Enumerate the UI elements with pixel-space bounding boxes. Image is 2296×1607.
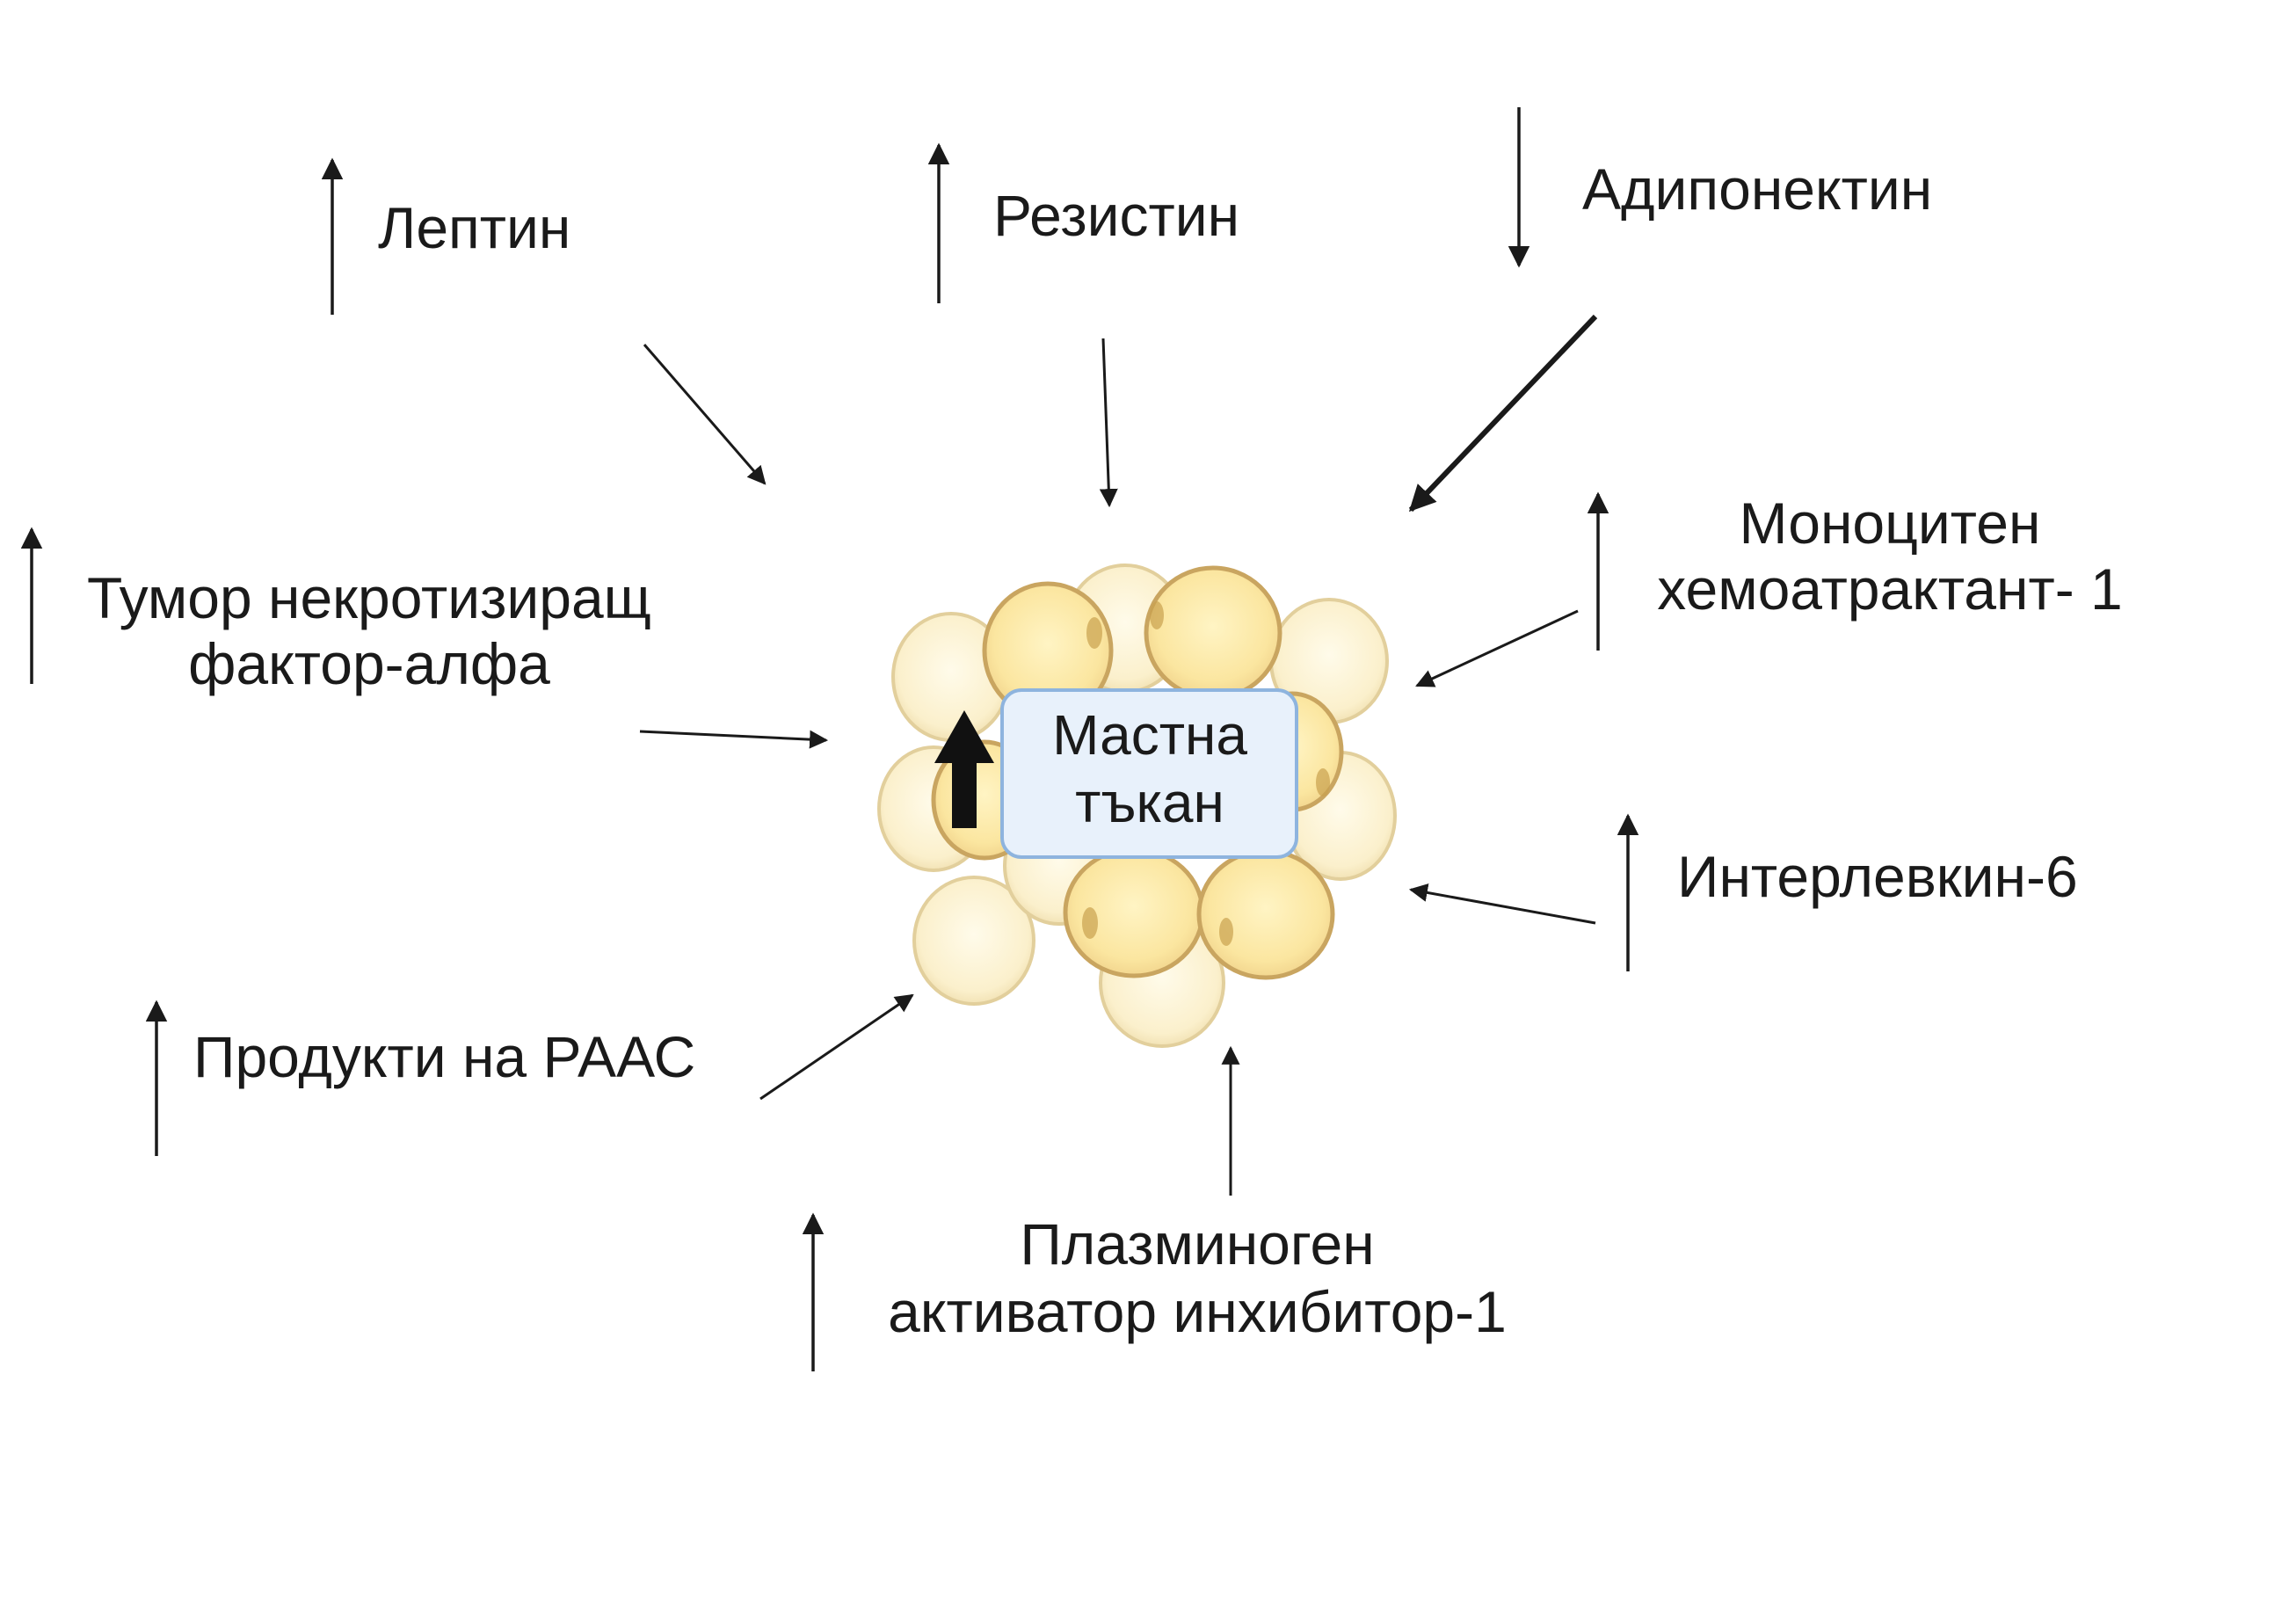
nucleus (1150, 601, 1164, 629)
nucleus (1086, 617, 1102, 649)
leptin-pointer-arrow (643, 344, 767, 485)
factor-adiponectin-label: Адипонектин (1582, 156, 1932, 222)
factor-il6-label: Интерлевкин-6 (1677, 844, 2078, 909)
resistin-pointer-arrow (1099, 338, 1118, 508)
factor-pai1-label-line2: активатор инхибитор-1 (888, 1279, 1507, 1344)
center-label-line1: Мастна (1052, 703, 1247, 767)
nucleus (1082, 907, 1098, 939)
adipocyte (1144, 565, 1282, 701)
mcp1-pointer-arrow (1415, 609, 1579, 687)
adipocyte (912, 876, 1035, 1006)
il6-pointer-arrow (1408, 883, 1596, 925)
adipocyte (1196, 848, 1335, 980)
factor-mcp1-label-line2: хемоатрактант- 1 (1657, 556, 2122, 622)
nucleus (1219, 918, 1233, 946)
factor-leptin-label: Лептин (378, 195, 570, 260)
label-box (1000, 688, 1298, 859)
factor-raas-label: Продукти на РААС (193, 1024, 695, 1089)
increase-bold-arrow-icon (934, 710, 994, 828)
adiponectin-pointer-arrow (1408, 314, 1598, 513)
tnf-pointer-arrow (639, 730, 829, 749)
factor-tnf-label-line1: Тумор некротизиращ (87, 565, 651, 630)
nucleus (1316, 768, 1330, 796)
factor-tnf-label-line2: фактор-алфа (188, 631, 550, 696)
factor-pai1-label-line1: Плазминоген (1020, 1211, 1374, 1276)
factor-resistin-label: Резистин (993, 183, 1239, 248)
factor-mcp1-label-line1: Моноцитен (1740, 491, 2041, 556)
raas-pointer-arrow (759, 993, 914, 1101)
adipose-tissue-label-box: Мастна тъкан (1000, 688, 1298, 859)
center-label-line2: тъкан (1075, 771, 1224, 834)
